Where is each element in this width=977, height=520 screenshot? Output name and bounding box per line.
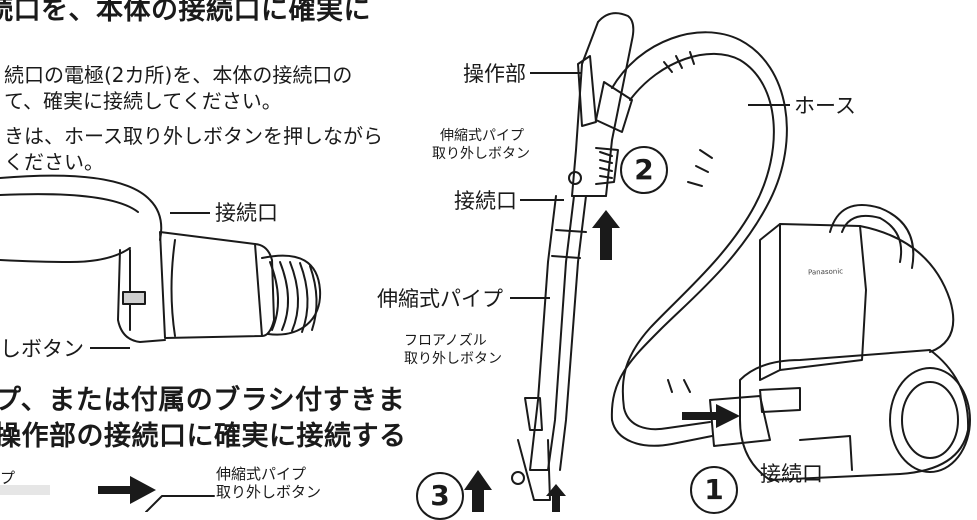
step-number-3: 3 bbox=[416, 472, 464, 520]
instruction-line-3: きは、ホース取り外しボタンを押しながら bbox=[4, 124, 383, 148]
label-connector-bottom: 接続口 bbox=[760, 462, 823, 486]
section-heading-pipe-line2: 操作部の接続口に確実に接続する bbox=[0, 421, 407, 452]
connector-closeup-illustration bbox=[0, 174, 322, 343]
label-pipe-release-small-line2: 取り外しボタン bbox=[216, 483, 322, 501]
brand-logo: Panasonic bbox=[807, 267, 844, 277]
label-nozzle-release-line1: フロアノズル bbox=[404, 333, 487, 349]
pipe-label-highlight bbox=[0, 485, 50, 495]
label-pipe-release-line2: 取り外しボタン bbox=[432, 146, 530, 162]
leader-connector-closeup bbox=[170, 212, 210, 214]
label-release-button-closeup: しボタン bbox=[0, 337, 84, 361]
label-pipe: 伸縮式パイプ bbox=[377, 287, 503, 311]
label-nozzle-release-line2: 取り外しボタン bbox=[404, 351, 502, 367]
step-number-1: 1 bbox=[690, 466, 738, 514]
label-connector-closeup: 接続口 bbox=[215, 201, 278, 225]
leader-release-button-closeup bbox=[90, 347, 130, 349]
step-number-2: 2 bbox=[620, 146, 668, 194]
leader-hose bbox=[748, 104, 790, 106]
section-heading-pipe-line1: プ、または付属のブラシ付すきま bbox=[0, 385, 406, 416]
instruction-line-4: ください。 bbox=[4, 150, 104, 174]
label-hose: ホース bbox=[794, 94, 856, 118]
leader-connector-top bbox=[520, 199, 564, 201]
pipe-closeup-illustration bbox=[145, 495, 215, 512]
instruction-line-2: て、確実に接続してください。 bbox=[4, 89, 282, 113]
instruction-line-1: 続口の電極(2カ所)を、本体の接続口の bbox=[4, 63, 353, 87]
section-heading-connect: 続口を、本体の接続口に確実に bbox=[0, 0, 371, 26]
extension-pipe-illustration bbox=[511, 12, 635, 501]
label-pipe-release-small-line1: 伸縮式パイプ bbox=[216, 465, 307, 483]
label-pipe-small: プ bbox=[0, 469, 16, 487]
label-control: 操作部 bbox=[463, 62, 526, 86]
leader-pipe bbox=[510, 297, 550, 299]
label-connector-top: 接続口 bbox=[454, 189, 517, 213]
label-pipe-release-line1: 伸縮式パイプ bbox=[440, 128, 524, 144]
leader-control bbox=[530, 72, 582, 74]
hose-illustration bbox=[595, 31, 788, 447]
direction-arrows bbox=[98, 210, 740, 512]
vacuum-body-illustration bbox=[739, 204, 971, 481]
